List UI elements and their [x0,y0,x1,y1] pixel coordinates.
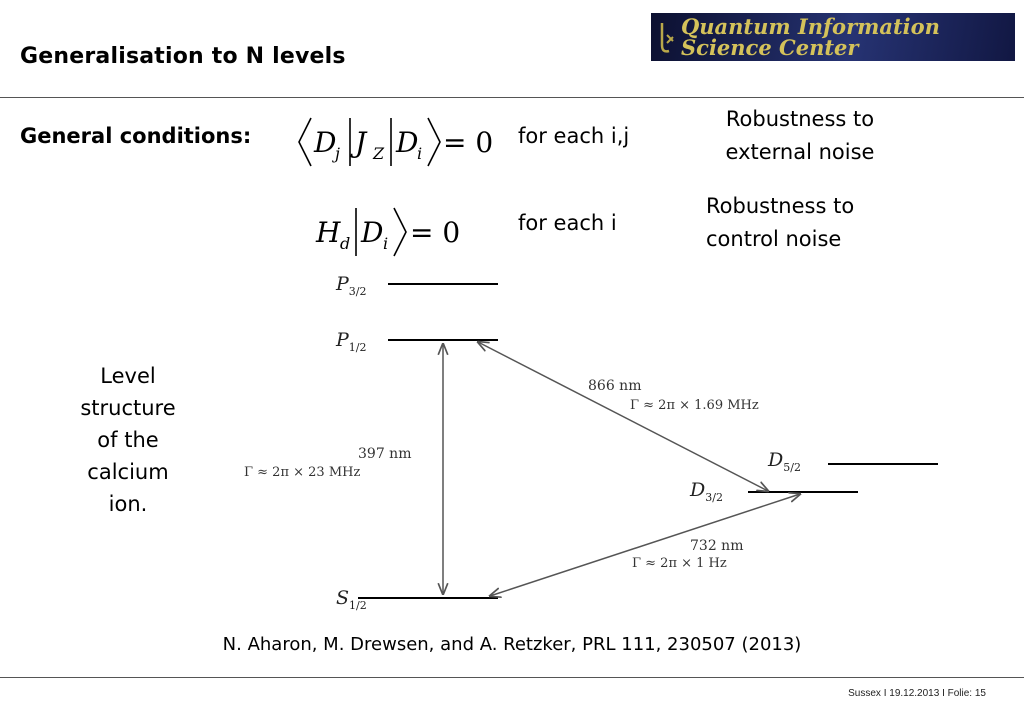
condition-1-note-line-2: external noise [725,140,875,164]
eq2-D: D [360,216,383,249]
footer-divider [0,677,1024,678]
caption-line: Level [100,364,156,388]
eq1-sub-j: j [332,144,340,163]
level-structure-caption: Level structure of the calcium ion. [58,360,198,520]
caption-line: structure [80,396,176,420]
eq1-J: J [350,126,368,159]
eq2-right-angle-bracket [393,207,407,257]
logo-line-2: Science Center [681,35,859,60]
eq2-sub-i: i [383,234,388,253]
label-D52: D5/2 [767,449,801,474]
qisc-logo: Quantum Information Science Center [651,13,1015,61]
label-S12: S1/2 [336,587,367,612]
equation-2: H d D i = 0 [315,207,460,257]
transition-866-wavelength: 866 nm [588,378,641,394]
condition-2-note-line-1: Robustness to [706,194,855,218]
transition-866-width: Γ ≈ 2π × 1.69 MHz [630,398,759,413]
eq2-sub-d: d [340,234,350,253]
caption-line: calcium [87,460,169,484]
eq1-rhs: = 0 [443,126,493,159]
left-angle-bracket [298,117,312,167]
caption-line: ion. [108,492,148,516]
slide-footer: Sussex I 19.12.2013 I Folie: 15 [848,688,986,699]
label-D32: D3/2 [689,479,723,504]
logo-line-1: Quantum Information [681,14,940,39]
label-P32: P3/2 [335,273,367,298]
logo-background [651,13,1015,61]
condition-1-note: Robustness to external noise [690,103,910,169]
right-angle-bracket [427,117,441,167]
eq1-sub-i: i [417,144,422,163]
transition-866-arrow [478,342,768,491]
transition-397-wavelength: 397 nm [358,446,411,462]
condition-2-note-line-2: control noise [706,227,842,251]
equation-1: D j J Z D i = 0 [298,117,493,167]
logo-mark-icon [660,23,674,53]
eq1-D-bra: D [313,126,336,159]
transition-732-width: Γ ≈ 2π × 1 Hz [632,556,727,571]
condition-2-qualifier: for each i [518,211,617,235]
transition-732-arrow [490,494,800,596]
reference-citation: N. Aharon, M. Drewsen, and A. Retzker, P… [222,634,802,655]
label-P12: P1/2 [335,329,367,354]
eq2-rhs: = 0 [410,216,460,249]
eq2-H: H [315,216,341,249]
eq1-sub-Z: Z [372,144,385,163]
header-divider [0,97,1024,98]
slide-title: Generalisation to N levels [20,44,346,69]
condition-1-note-line-1: Robustness to [725,107,875,131]
general-conditions-label: General conditions: [20,124,252,148]
condition-1-qualifier: for each i,j [518,124,630,148]
eq1-D-ket: D [395,126,418,159]
transition-732-wavelength: 732 nm [690,538,743,554]
condition-2-note: Robustness to control noise [706,190,926,256]
caption-line: of the [97,428,159,452]
transition-397-width: Γ ≈ 2π × 23 MHz [244,465,360,480]
